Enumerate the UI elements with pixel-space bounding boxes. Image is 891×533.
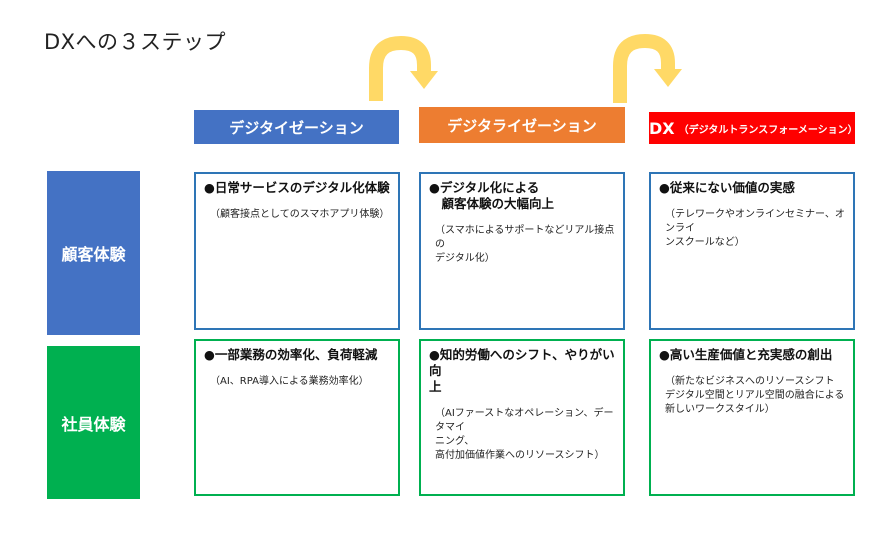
- cell-heading: ●デジタル化による 顧客体験の大幅向上: [429, 180, 555, 211]
- step-dx-label: DX: [649, 118, 675, 138]
- cell-note: （新たなビジネスへのリソースシフト デジタル空間とリアル空間の融合による 新しい…: [665, 376, 845, 415]
- step-digitalization: デジタライゼーション: [419, 107, 625, 143]
- cell-employee-dx: ●高い生産価値と充実感の創出 （新たなビジネスへのリソースシフト デジタル空間と…: [649, 339, 855, 496]
- cell-employee-digitalization: ●知的労働へのシフト、やりがい向 上 （AIファーストなオペレーション、データマ…: [419, 339, 625, 496]
- cell-heading: ●日常サービスのデジタル化体験: [204, 180, 390, 195]
- cell-note: （顧客接点としてのスマホアプリ体験）: [210, 209, 390, 220]
- cell-note: （テレワークやオンラインセミナー、オンライ ンスクールなど）: [665, 209, 845, 248]
- row-label-customer: 顧客体験: [47, 171, 140, 335]
- cell-note: （AIファーストなオペレーション、データマイ ニング、 高付加価値作業へのリソー…: [435, 408, 614, 461]
- page-title: DXへの３ステップ: [44, 30, 227, 54]
- curved-arrow-icon: [369, 35, 438, 101]
- step-digitization: デジタイゼーション: [194, 110, 399, 144]
- cell-heading: ●従来にない価値の実感: [659, 180, 795, 195]
- cell-heading: ●知的労働へのシフト、やりがい向 上: [429, 347, 615, 394]
- row-label-employee: 社員体験: [47, 346, 140, 499]
- curved-arrow-icon: [613, 33, 682, 103]
- cell-heading: ●高い生産価値と充実感の創出: [659, 347, 833, 362]
- cell-note: （スマホによるサポートなどリアル接点の デジタル化）: [435, 225, 615, 264]
- cell-customer-digitization: ●日常サービスのデジタル化体験 （顧客接点としてのスマホアプリ体験）: [194, 172, 400, 330]
- step-dx-sublabel: （デジタルトランスフォーメーション）: [678, 124, 858, 136]
- cell-customer-digitalization: ●デジタル化による 顧客体験の大幅向上 （スマホによるサポートなどリアル接点の …: [419, 172, 625, 330]
- step-dx: DX （デジタルトランスフォーメーション）: [649, 112, 858, 144]
- cell-heading: ●一部業務の効率化、負荷軽減: [204, 347, 378, 362]
- cell-customer-dx: ●従来にない価値の実感 （テレワークやオンラインセミナー、オンライ ンスクールな…: [649, 172, 855, 330]
- cell-employee-digitization: ●一部業務の効率化、負荷軽減 （AI、RPA導入による業務効率化）: [194, 339, 400, 496]
- cell-note: （AI、RPA導入による業務効率化）: [210, 376, 369, 387]
